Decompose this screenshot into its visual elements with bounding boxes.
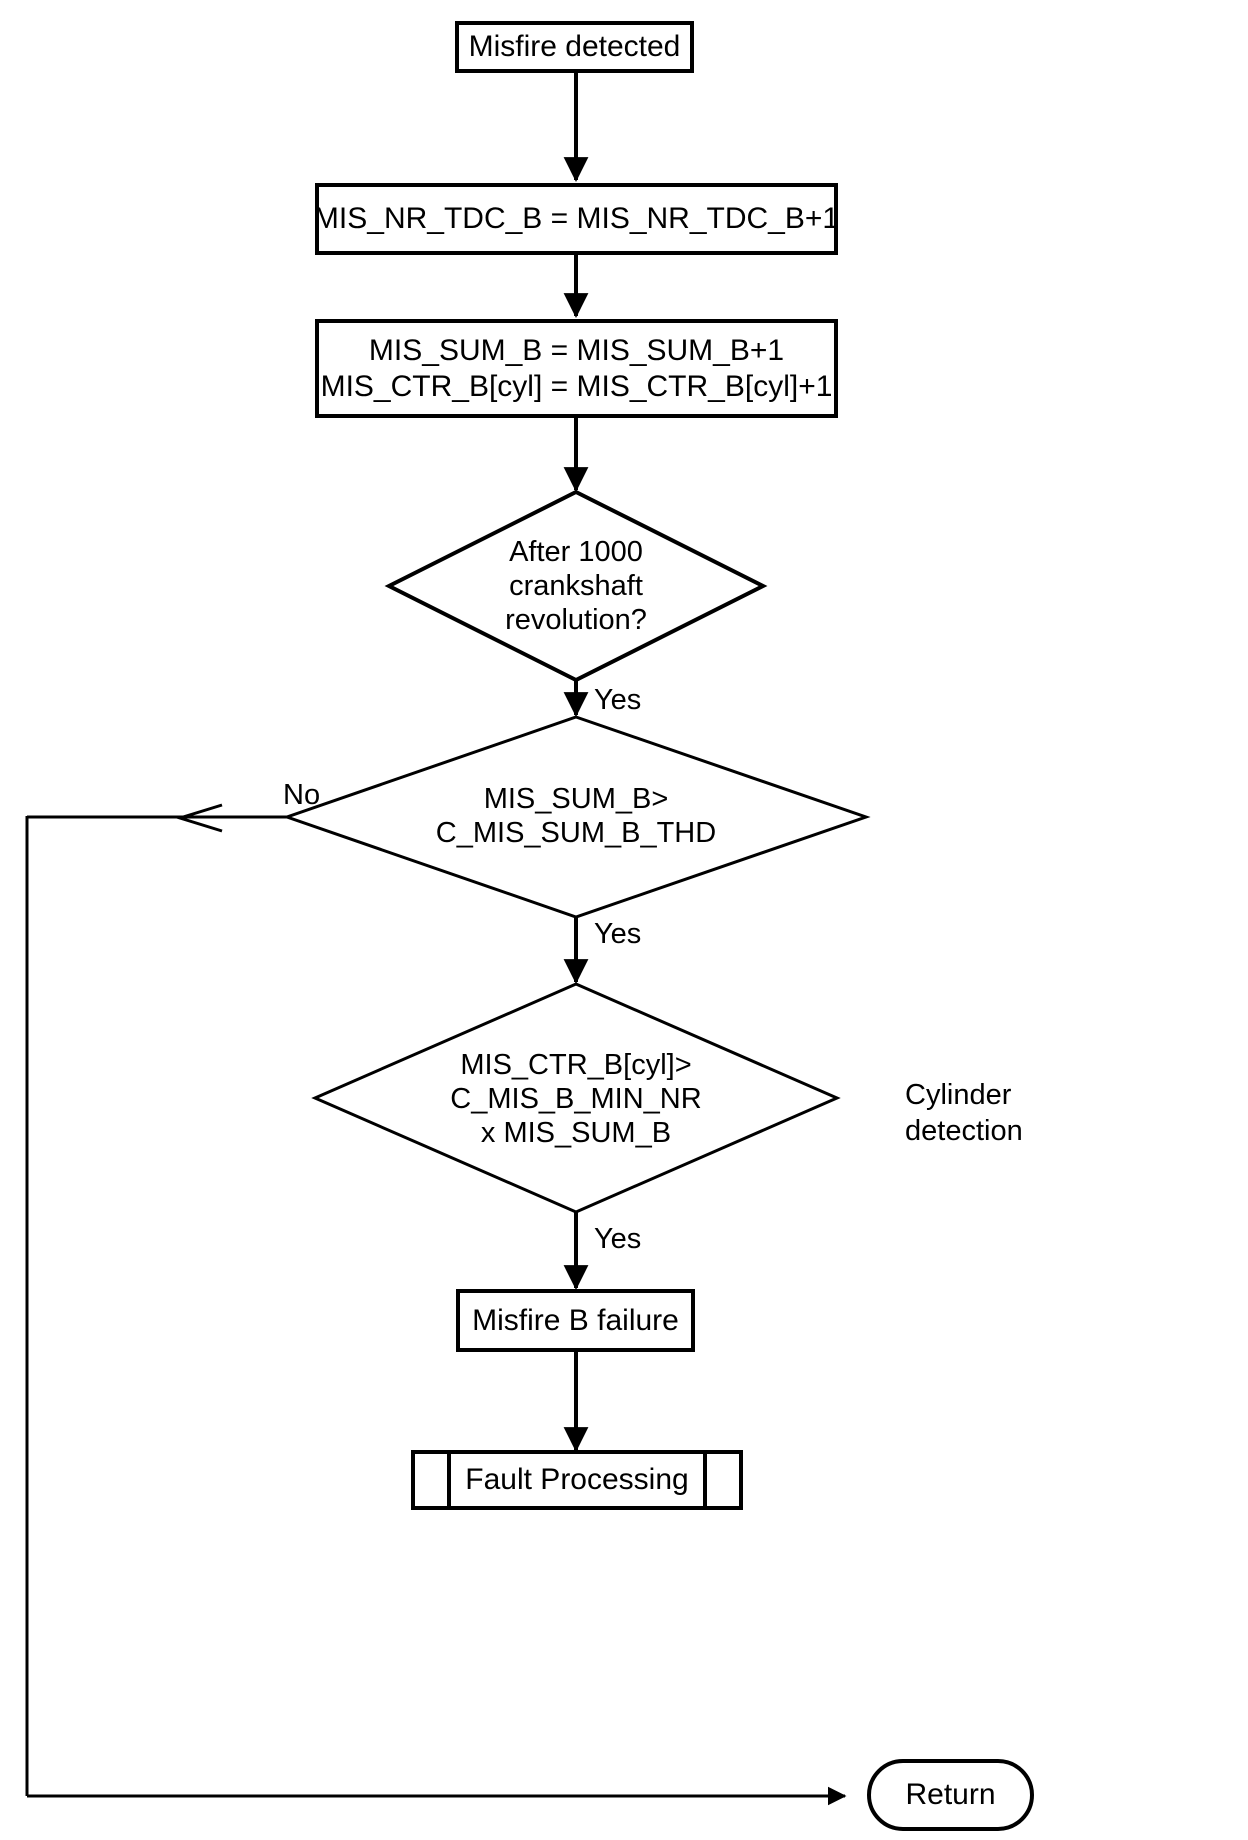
node-decision-sum-threshold <box>282 715 871 919</box>
node-incr-sum <box>315 319 838 418</box>
edge-label-sum-no: No <box>283 779 321 811</box>
node-return <box>867 1759 1034 1831</box>
edge-label-ctr-yes: Yes <box>594 1223 642 1255</box>
node-start <box>455 21 694 73</box>
node-decision-revolution <box>384 489 768 683</box>
node-incr-tdc <box>315 183 838 255</box>
node-decision-cylinder-counter <box>311 982 841 1214</box>
edge-decision-sum-no-arrowhead <box>174 803 223 833</box>
node-misfire-b-failure <box>456 1289 695 1352</box>
edge-label-sum-yes: Yes <box>594 918 642 950</box>
node-fault-processing <box>411 1450 743 1510</box>
edge-label-revolution-yes: Yes <box>594 684 642 716</box>
